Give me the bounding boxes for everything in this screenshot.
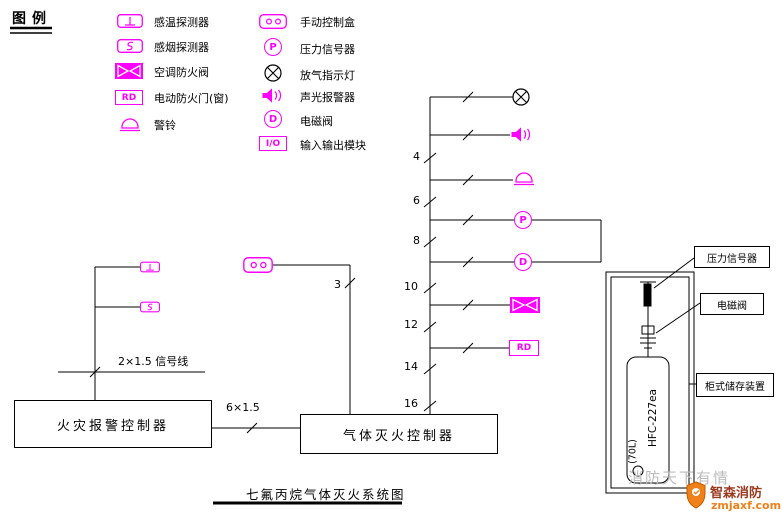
legend-label-heat-detector: 感温探测器: [154, 16, 209, 29]
alarm-bell-icon: [119, 116, 141, 132]
legend-label-smoke-detector: 感烟探测器: [154, 41, 209, 54]
callout-cabinet-storage: 柜式储存装置: [696, 373, 774, 397]
segment-label-3: 8: [413, 234, 420, 247]
p-symbol-text: P: [519, 214, 527, 226]
pressure-signal-icon: P: [514, 211, 532, 229]
d-symbol-text: D: [268, 113, 278, 125]
manual-control-box-icon: [259, 14, 287, 29]
legend-label-hvac-fire-damper: 空调防火阀: [154, 66, 209, 79]
legend-label-pressure-signal: 压力信号器: [300, 43, 355, 56]
legend-label-io-module: 输入输出模块: [300, 139, 366, 152]
segment-label-7: 16: [404, 397, 418, 410]
manual-control-box-icon: [243, 257, 273, 273]
solenoid-valve-icon: D: [264, 110, 282, 128]
sound-light-alarm-icon: [510, 127, 534, 142]
segment-label-6: 14: [404, 360, 418, 373]
sound-light-alarm-icon: [261, 88, 285, 103]
segment-label-5: 12: [404, 318, 418, 331]
smoke-detector-icon: [140, 300, 160, 314]
smoke-detector-icon: [117, 39, 143, 53]
segment-label-1: 4: [413, 150, 420, 163]
signal-line-label: 2×1.5 信号线: [118, 355, 189, 368]
gas-discharge-lamp-icon: [512, 88, 530, 106]
io-symbol-text: I/O: [265, 138, 281, 149]
pressure-signal-icon: P: [264, 38, 282, 56]
alarm-bell-icon: [513, 170, 535, 186]
hvac-fire-damper-icon: [115, 63, 143, 79]
solenoid-valve-icon: D: [514, 253, 532, 271]
p-symbol-text: P: [269, 41, 277, 53]
segment-label-4: 10: [404, 280, 418, 293]
heat-detector-icon: [117, 14, 143, 28]
callout-pressure-signal: 压力信号器: [694, 246, 770, 268]
io-module-icon: I/O: [259, 136, 287, 151]
diagram-title: 七氟丙烷气体灭火系统图: [246, 487, 406, 502]
manual-line-label: 3: [334, 278, 341, 291]
legend-label-sound-light-alarm: 声光报警器: [300, 91, 355, 104]
legend-label-alarm-bell: 警铃: [154, 119, 176, 132]
watermark-shield-icon: [686, 481, 706, 509]
watermark-site: zmjaxf.com: [711, 499, 782, 512]
legend-label-electric-fire-door: 电动防火门(窗): [154, 92, 229, 105]
gas-discharge-lamp-icon: [264, 64, 282, 82]
gas-extinguishing-controller-box: 气体灭火控制器: [300, 414, 498, 454]
interconnect-label: 6×1.5: [226, 401, 260, 414]
fire-alarm-controller-box: 火灾报警控制器: [14, 400, 212, 448]
rd-symbol-text: RD: [516, 343, 532, 353]
electric-fire-door-icon: RD: [509, 340, 539, 356]
cylinder-volume-label: (70L): [627, 439, 639, 464]
callout-solenoid-valve: 电磁阀: [700, 293, 764, 315]
electric-fire-door-icon: RD: [115, 90, 143, 105]
legend-title: 图例: [12, 11, 52, 27]
legend-label-gas-discharge-lamp: 放气指示灯: [300, 69, 355, 82]
segment-label-2: 6: [413, 194, 420, 207]
hvac-fire-damper-icon: [510, 297, 540, 313]
legend-label-manual-control-box: 手动控制盒: [300, 16, 355, 29]
rd-symbol-text: RD: [121, 92, 137, 103]
heat-detector-icon: [140, 260, 160, 274]
cylinder-agent-label: HFC-227ea: [647, 389, 659, 447]
watermark-slogan: 消防天下有情: [628, 469, 731, 487]
legend-label-solenoid-valve: 电磁阀: [300, 115, 333, 128]
watermark-brand: 智森消防: [710, 486, 763, 501]
d-symbol-text: D: [518, 256, 528, 268]
